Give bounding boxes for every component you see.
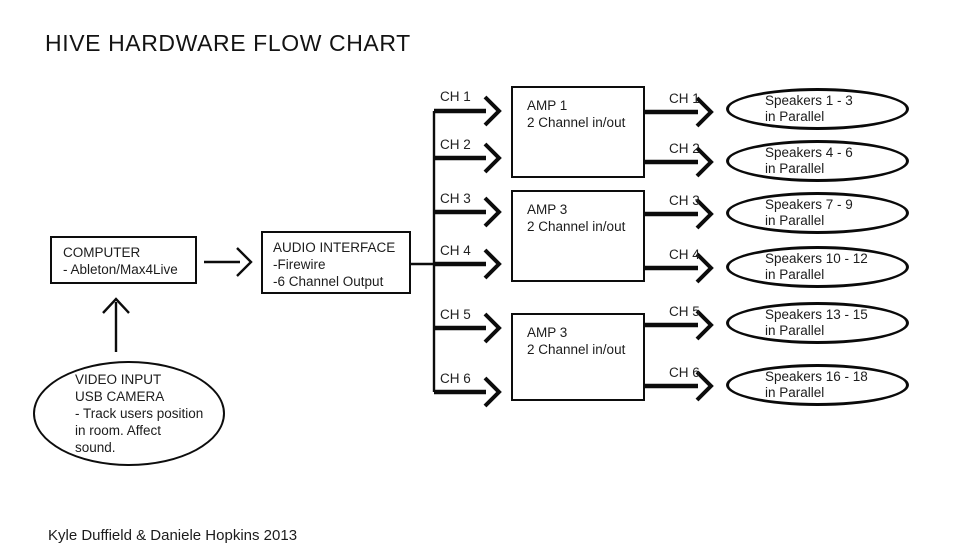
- speakers-node-6: Speakers 16 - 18 in Parallel: [726, 364, 909, 406]
- speakers-range: Speakers 1 - 3: [765, 93, 853, 108]
- speakers-mode: in Parallel: [765, 267, 825, 282]
- video-input-line: sound.: [75, 440, 116, 455]
- amp-name: AMP 3: [527, 202, 568, 217]
- channel-label-left-ch1: CH 1: [440, 89, 471, 104]
- video-input-node: VIDEO INPUT USB CAMERA - Track users pos…: [33, 361, 225, 466]
- speakers-node-3: Speakers 7 - 9 in Parallel: [726, 192, 909, 234]
- audio-interface-node: AUDIO INTERFACE -Firewire -6 Channel Out…: [261, 231, 411, 294]
- speakers-mode: in Parallel: [765, 161, 825, 176]
- computer-node: COMPUTER - Ableton/Max4Live: [50, 236, 197, 284]
- channel-label-left-ch2: CH 2: [440, 137, 471, 152]
- computer-title: COMPUTER: [63, 245, 141, 260]
- channel-label-left-ch3: CH 3: [440, 191, 471, 206]
- amp-desc: 2 Channel in/out: [527, 219, 626, 234]
- computer-to-interface-arrow: [204, 247, 253, 277]
- interface-title: AUDIO INTERFACE: [273, 240, 396, 255]
- author-credit: Kyle Duffield & Daniele Hopkins 2013: [48, 527, 298, 544]
- video-to-computer-arrow: [102, 297, 130, 352]
- amp-node-3: AMP 3 2 Channel in/out: [511, 313, 645, 401]
- channel-label-right-ch4: CH 4: [669, 247, 700, 262]
- video-input-line: VIDEO INPUT: [75, 372, 162, 387]
- speakers-node-5: Speakers 13 - 15 in Parallel: [726, 302, 909, 344]
- amp-name: AMP 3: [527, 325, 568, 340]
- channel-label-left-ch4: CH 4: [440, 243, 471, 258]
- speakers-mode: in Parallel: [765, 213, 825, 228]
- amp-name: AMP 1: [527, 98, 568, 113]
- channel-label-left-ch6: CH 6: [440, 371, 471, 386]
- page-title: HIVE HARDWARE FLOW CHART: [45, 30, 411, 56]
- channel-label-right-ch2: CH 2: [669, 141, 700, 156]
- channel-label-right-ch1: CH 1: [669, 91, 700, 106]
- video-input-line: USB CAMERA: [75, 389, 165, 404]
- amp-node-2: AMP 3 2 Channel in/out: [511, 190, 645, 282]
- computer-software: - Ableton/Max4Live: [63, 262, 178, 277]
- speakers-range: Speakers 16 - 18: [765, 369, 868, 384]
- channel-label-left-ch5: CH 5: [440, 307, 471, 322]
- speakers-mode: in Parallel: [765, 385, 825, 400]
- channel-label-right-ch3: CH 3: [669, 193, 700, 208]
- speakers-node-2: Speakers 4 - 6 in Parallel: [726, 140, 909, 182]
- speakers-range: Speakers 7 - 9: [765, 197, 853, 212]
- interface-output: -6 Channel Output: [273, 274, 384, 289]
- speakers-range: Speakers 13 - 15: [765, 307, 868, 322]
- channel-label-right-ch5: CH 5: [669, 304, 700, 319]
- speakers-node-1: Speakers 1 - 3 in Parallel: [726, 88, 909, 130]
- speakers-range: Speakers 10 - 12: [765, 251, 868, 266]
- video-input-line: - Track users position: [75, 406, 204, 421]
- speakers-mode: in Parallel: [765, 109, 825, 124]
- amp-desc: 2 Channel in/out: [527, 342, 626, 357]
- speakers-mode: in Parallel: [765, 323, 825, 338]
- video-input-line: in room. Affect: [75, 423, 162, 438]
- interface-connection: -Firewire: [273, 257, 326, 272]
- amp-node-1: AMP 1 2 Channel in/out: [511, 86, 645, 178]
- speakers-range: Speakers 4 - 6: [765, 145, 853, 160]
- speakers-node-4: Speakers 10 - 12 in Parallel: [726, 246, 909, 288]
- amp-desc: 2 Channel in/out: [527, 115, 626, 130]
- channel-label-right-ch6: CH 6: [669, 365, 700, 380]
